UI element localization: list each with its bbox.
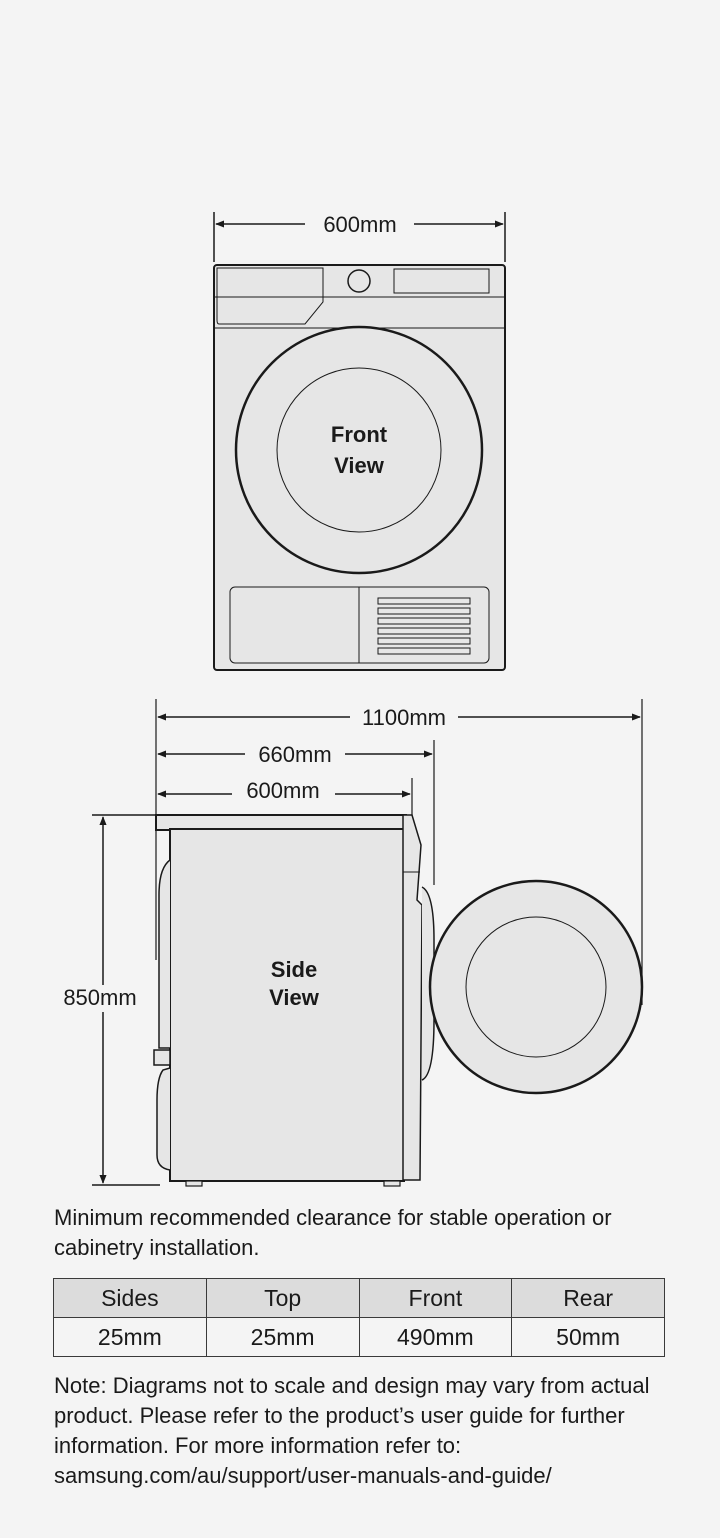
clearance-header-row: Sides Top Front Rear: [53, 1278, 665, 1318]
depth-with-door-label: 660mm: [258, 742, 331, 767]
total-depth-label: 1100mm: [362, 705, 446, 730]
support-link[interactable]: samsung.com/au/support/user-manuals-and-…: [54, 1463, 552, 1488]
control-dial-icon: [347, 269, 371, 293]
open-door-glass: [465, 916, 607, 1058]
door-glass: [276, 367, 442, 533]
header-front: Front: [358, 1278, 513, 1318]
disclaimer-note: Note: Diagrams not to scale and design m…: [54, 1371, 694, 1491]
clearance-table: Sides Top Front Rear 25mm 25mm 490mm 50m…: [53, 1278, 665, 1357]
side-view-title-line2: View: [269, 985, 320, 1010]
value-sides: 25mm: [53, 1317, 207, 1357]
side-foot-rear: [185, 1180, 203, 1187]
height-dimension: [92, 814, 160, 1186]
vent-grille: [377, 597, 471, 655]
value-front: 490mm: [358, 1317, 513, 1357]
depth-label: 600mm: [246, 778, 319, 803]
front-view: 600mm Front View: [213, 212, 506, 671]
rear-connector: [153, 1049, 171, 1066]
header-top: Top: [205, 1278, 360, 1318]
detergent-drawer: [216, 267, 324, 325]
side-view-title-line1: Side: [271, 957, 317, 982]
front-width-label: 600mm: [323, 212, 396, 237]
value-rear: 50mm: [511, 1317, 665, 1357]
header-sides: Sides: [53, 1278, 207, 1318]
side-foot-front: [383, 1180, 401, 1187]
note-text: Note: Diagrams not to scale and design m…: [54, 1373, 650, 1458]
value-top: 25mm: [205, 1317, 360, 1357]
clearance-caption: Minimum recommended clearance for stable…: [54, 1205, 612, 1260]
clearance-value-row: 25mm 25mm 490mm 50mm: [53, 1317, 665, 1357]
rear-hose-lower: [156, 1067, 171, 1171]
side-top-plate: [155, 814, 407, 831]
side-front-panel: [402, 814, 423, 1181]
side-cabinet: [169, 828, 405, 1182]
front-width-dimension: [213, 212, 506, 262]
height-label: 850mm: [63, 985, 136, 1010]
rear-hose-upper: [158, 859, 171, 1049]
display-panel: [393, 268, 490, 294]
dryer-dimension-diagram: 600mm Front View: [63, 212, 644, 1187]
side-view: 1100mm 660mm 600mm 850mm: [63, 699, 644, 1187]
header-rear: Rear: [511, 1278, 665, 1318]
front-view-title-line1: Front: [331, 422, 388, 447]
front-view-title-line2: View: [334, 453, 385, 478]
